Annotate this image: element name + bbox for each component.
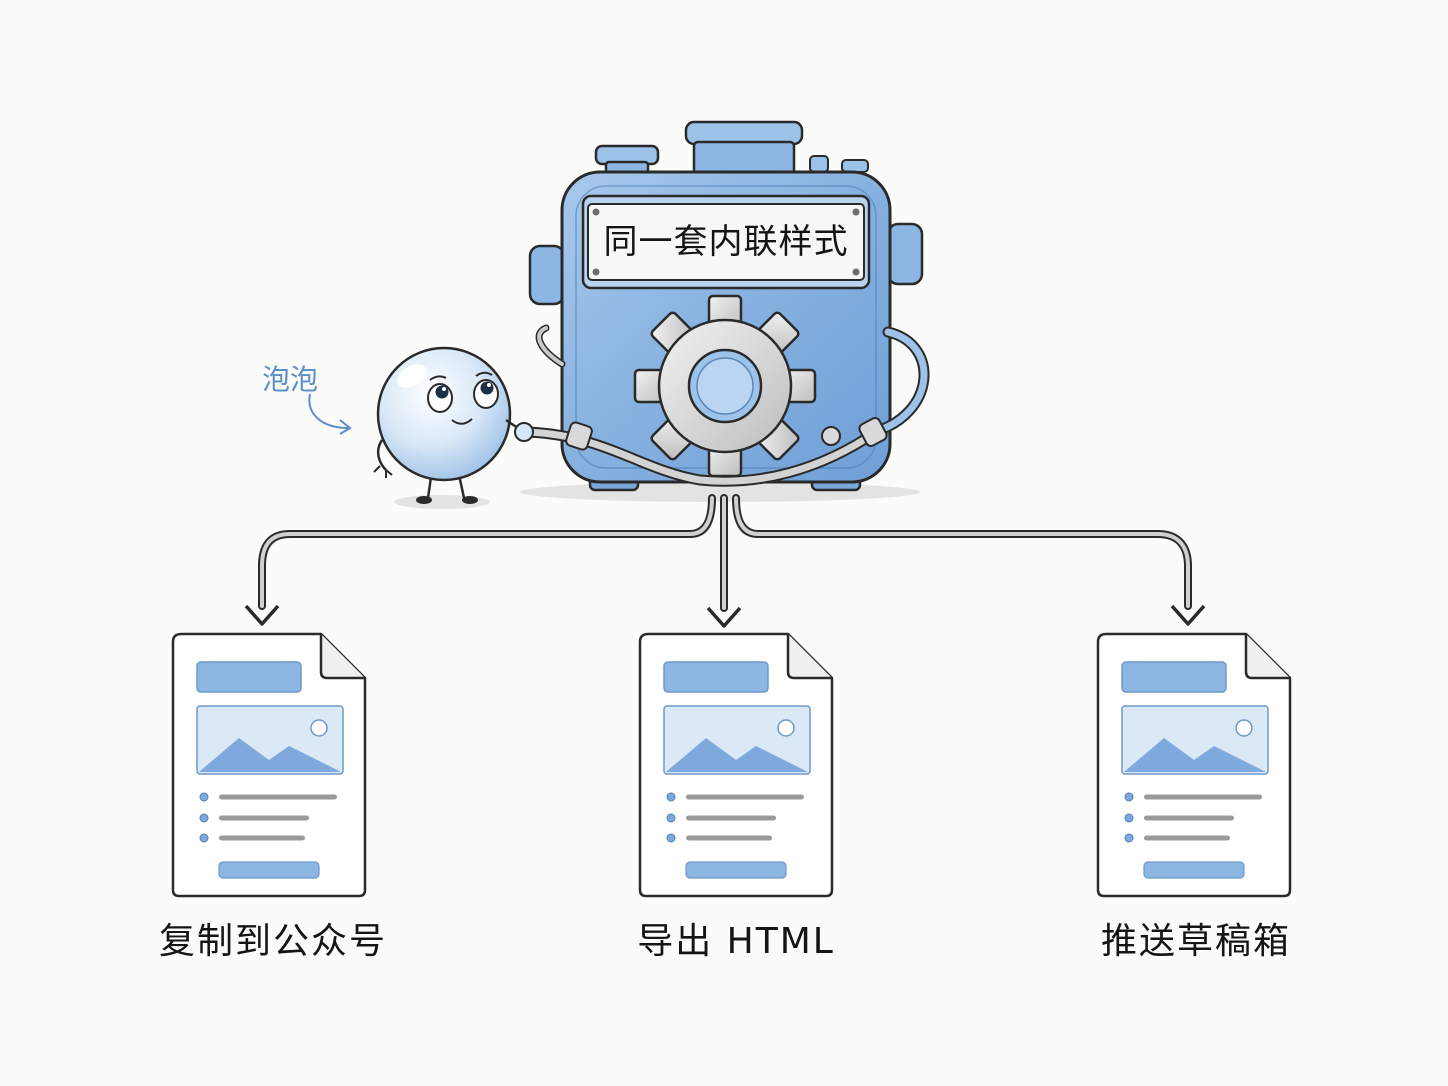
mascot-name-label: 泡泡	[262, 363, 319, 396]
output-label-export-html: 导出 HTML	[637, 921, 835, 962]
connector-pipes	[244, 494, 1206, 628]
document-icon	[1096, 632, 1292, 898]
mascot-pointer-arrow	[308, 393, 349, 429]
machine-label: 同一套内联样式	[603, 222, 849, 262]
output-label-push-drafts: 推送草稿箱	[1100, 921, 1291, 962]
output-label-copy-to-wechat: 复制到公众号	[158, 921, 387, 962]
document-icon	[638, 632, 834, 898]
bubble-character-icon	[373, 346, 534, 509]
style-machine	[514, 120, 930, 502]
gear-icon	[633, 294, 817, 478]
document-icon	[171, 632, 367, 898]
